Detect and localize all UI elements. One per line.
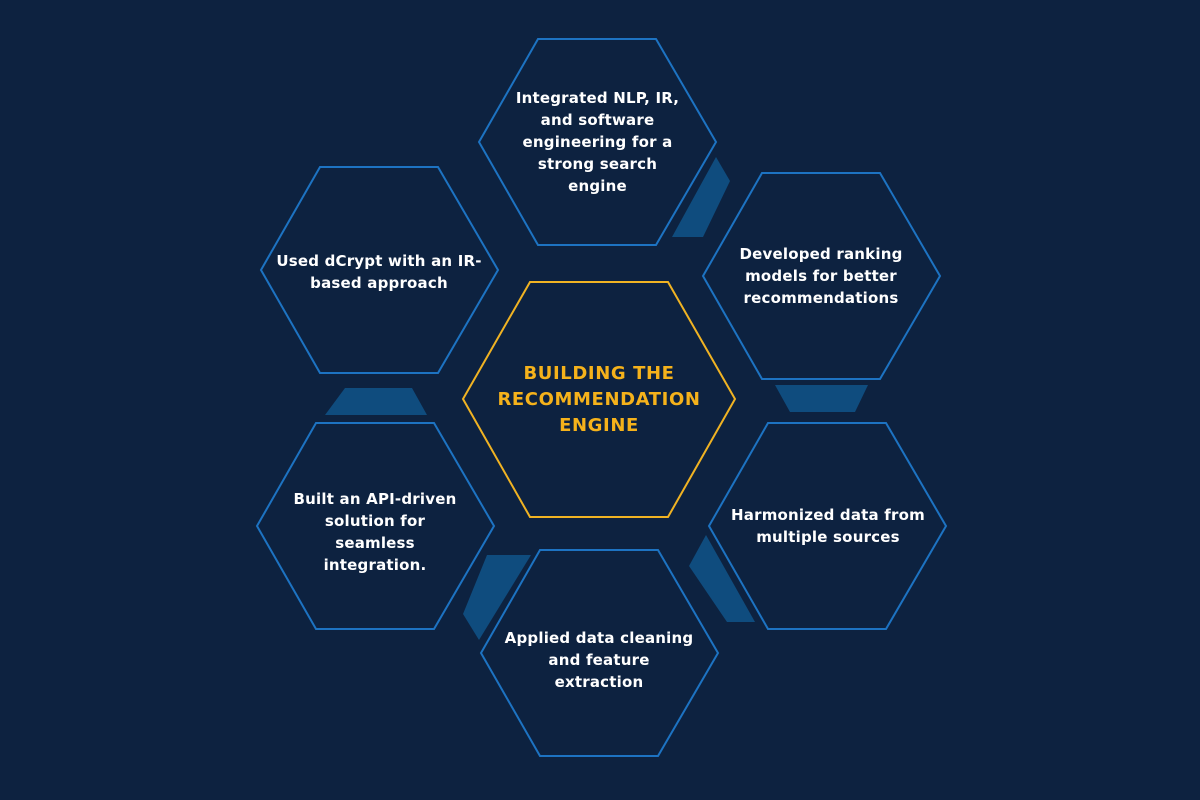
center-title: BUILDING THE RECOMMENDATION ENGINE [497,363,701,436]
item-api-solution-text: Built an API-driven solution for seamles… [293,490,457,574]
connector-band [463,555,531,640]
item-data-cleaning-text: Applied data cleaning and feature extrac… [504,629,694,691]
connector-band [325,388,427,415]
hexagon-data-cleaning [479,549,720,757]
hexagon-dcrypt [259,166,500,374]
item-harmonized-data-text: Harmonized data from multiple sources [731,506,925,546]
hexagon-api-solution [255,422,496,630]
connector-band [689,535,755,622]
connector-band [775,385,868,412]
hexagon-search-engine [477,38,718,246]
item-ranking-models-text: Developed ranking models for better reco… [739,245,903,307]
hexagon-harmonized-data [707,422,948,630]
item-search-engine-text: Integrated NLP, IR, and software enginee… [515,89,680,195]
hexagon-center [461,281,737,518]
item-dcrypt-text: Used dCrypt with an IR-based approach [276,252,482,292]
hexagon-ranking-models [701,172,942,380]
connector-band [672,157,730,237]
